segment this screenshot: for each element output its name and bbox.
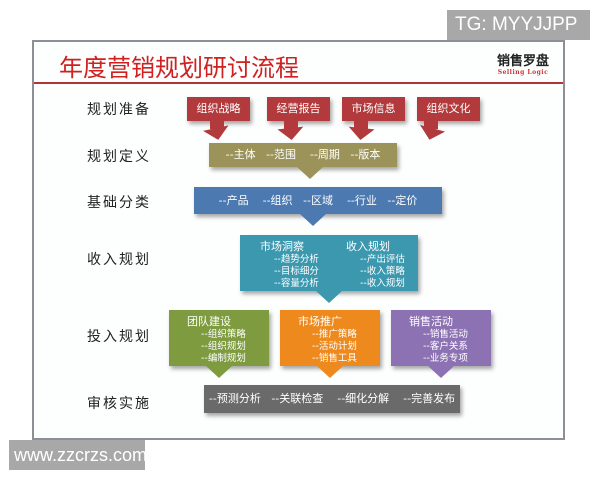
investment-box-team: 团队建设 --组织策略 --组织规划 --编制规划 (169, 310, 269, 366)
down-arrow-icon (206, 366, 232, 378)
stage-label-investment: 投入规划 (87, 329, 151, 345)
down-arrow-icon (416, 124, 446, 144)
logo-english: Selling Logic (497, 69, 549, 76)
down-arrow-icon (428, 366, 454, 378)
investment-content: 销售活动 --销售活动 --客户关系 --业务专项 (409, 313, 468, 365)
investment-heading: 团队建设 (187, 315, 231, 328)
prep-arrow-stem (210, 121, 224, 129)
down-arrow-icon (297, 167, 323, 179)
investment-item: --客户关系 (423, 341, 468, 352)
prep-arrow-stem (424, 121, 438, 129)
income-column-market: 市场洞察 --趋势分析 --目标细分 --容量分析 (260, 238, 319, 290)
logo: 销售罗盘 Selling Logic (497, 50, 549, 76)
title-divider (34, 82, 563, 84)
investment-item: --组织策略 (201, 329, 246, 340)
income-item: --容量分析 (274, 278, 319, 289)
prep-box-report: 经营报告 (267, 97, 330, 121)
investment-item: --活动计划 (312, 341, 357, 352)
prep-box-culture: 组织文化 (417, 97, 480, 121)
income-heading: 收入规划 (346, 240, 390, 253)
stage-label-definition: 规划定义 (87, 149, 151, 165)
investment-content: 团队建设 --组织策略 --组织规划 --编制规划 (187, 313, 246, 365)
logo-chinese: 销售罗盘 (496, 54, 549, 69)
investment-item: --业务专项 (423, 353, 468, 364)
income-item: --产出评估 (360, 254, 405, 265)
prep-arrow-stem (284, 121, 298, 129)
down-arrow-icon (347, 126, 375, 142)
income-box: 市场洞察 --趋势分析 --目标细分 --容量分析 收入规划 --产出评估 --… (240, 235, 418, 291)
classification-bar: --产品 --组织 --区域 --行业 --定价 (194, 187, 442, 214)
investment-content: 市场推广 --推广策略 --活动计划 --销售工具 (298, 313, 357, 365)
income-heading: 市场洞察 (260, 240, 304, 253)
definition-bar: --主体 --范围 --周期 --版本 (209, 143, 397, 167)
slide-title: 年度营销规划研讨流程 (59, 54, 299, 82)
income-item: --目标细分 (274, 266, 319, 277)
prep-box-strategy: 组织战略 (187, 97, 250, 121)
slide: 年度营销规划研讨流程 销售罗盘 Selling Logic 规划准备 规划定义 … (32, 40, 565, 440)
investment-item: --编制规划 (201, 353, 246, 364)
watermark-top: TG: MYYJJPP (447, 10, 590, 40)
stage-label-review: 审核实施 (87, 396, 151, 412)
investment-heading: 市场推广 (298, 315, 342, 328)
watermark-bottom: www.zzcrzs.com (9, 440, 147, 470)
prep-arrow-stem (354, 121, 368, 129)
investment-heading: 销售活动 (409, 315, 453, 328)
down-arrow-icon (300, 214, 326, 226)
investment-box-sales: 销售活动 --销售活动 --客户关系 --业务专项 (391, 310, 491, 366)
review-bar: --预测分析 --关联检查 --细化分解 --完善发布 (204, 385, 460, 413)
down-arrow-icon (316, 291, 342, 303)
investment-item: --组织规划 (201, 341, 246, 352)
income-item: --收入策略 (360, 266, 405, 277)
income-column-revenue: 收入规划 --产出评估 --收入策略 --收入规划 (346, 238, 405, 290)
stage-label-classification: 基础分类 (87, 195, 151, 211)
investment-item: --推广策略 (312, 329, 357, 340)
investment-item: --销售工具 (312, 353, 357, 364)
prep-box-market-info: 市场信息 (342, 97, 405, 121)
down-arrow-icon (317, 366, 343, 378)
down-arrow-icon (277, 126, 305, 142)
income-item: --收入规划 (360, 278, 405, 289)
stage-label-preparation: 规划准备 (87, 102, 151, 118)
investment-item: --销售活动 (423, 329, 468, 340)
down-arrow-icon (203, 125, 231, 143)
income-item: --趋势分析 (274, 254, 319, 265)
stage-label-income: 收入规划 (87, 252, 151, 268)
investment-box-marketing: 市场推广 --推广策略 --活动计划 --销售工具 (280, 310, 380, 366)
